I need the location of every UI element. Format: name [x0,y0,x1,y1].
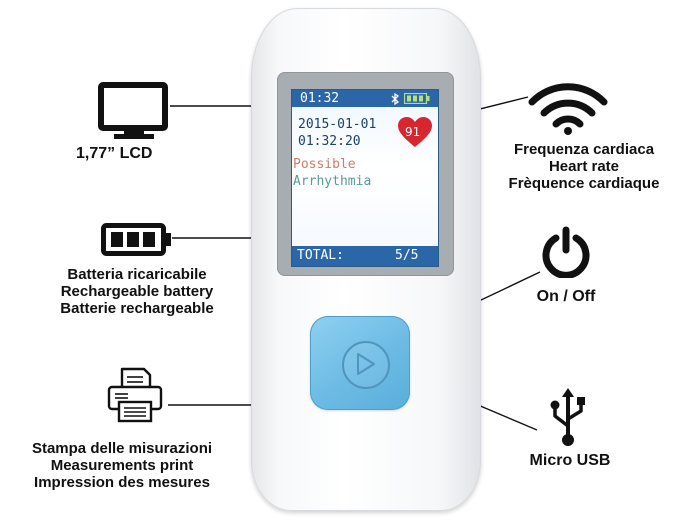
usb-leader-line [477,404,538,431]
bluetooth-icon [391,93,399,105]
usb-icon [550,388,585,446]
play-button-ring[interactable] [342,341,390,389]
printer-icon [107,367,163,423]
heart-rate-value: 91 [405,125,421,139]
play-icon [357,353,375,375]
heart-rate-label-en: Heart rate [548,158,620,175]
screen-date: 2015-01-01 [298,117,377,132]
battery-label-it: Batteria ricaricabile [67,266,207,283]
print-label-en: Measurements print [50,457,194,474]
power-icon [542,226,590,278]
screen-status-line1: Possible [293,157,356,172]
screen-status-bar: 01:32 [292,90,438,107]
screen-battery-icon [404,93,430,104]
print-label: Stampa delle misurazioni Measurements pr… [8,440,236,491]
screen-total-label: TOTAL: [297,248,344,263]
screen-footer-bar: TOTAL: 5/5 [292,246,438,266]
monitor-icon [98,82,168,139]
print-label-it: Stampa delle misurazioni [31,440,213,457]
heart-rate-label-fr: Frèquence cardiaque [508,175,660,192]
heart-rate-label-it: Frequenza cardiaca [513,141,655,158]
wifi-icon [528,83,608,135]
battery-label: Batteria ricaricabile Rechargeable batte… [37,266,237,317]
power-label: On / Off [536,288,596,305]
battery-label-en: Rechargeable battery [60,283,214,300]
battery-label-fr: Batterie rechargeable [60,300,214,317]
screen-clock: 01:32:20 [298,134,361,149]
screen-time: 01:32 [300,91,340,106]
print-label-fr: Impression des mesures [34,474,210,491]
device-screen: 01:32 2015-01-01 01:32:20 91 Possible Ar… [291,89,439,267]
lcd-label: 1,77” LCD [76,145,153,162]
screen-status-line2: Arrhythmia [293,174,372,189]
battery-icon [101,223,171,256]
usb-label: Micro USB [529,452,611,469]
heart-icon [398,117,432,147]
heart-rate-label: Frequenza cardiaca Heart rate Frèquence … [495,141,673,192]
screen-total-value: 5/5 [395,248,419,263]
